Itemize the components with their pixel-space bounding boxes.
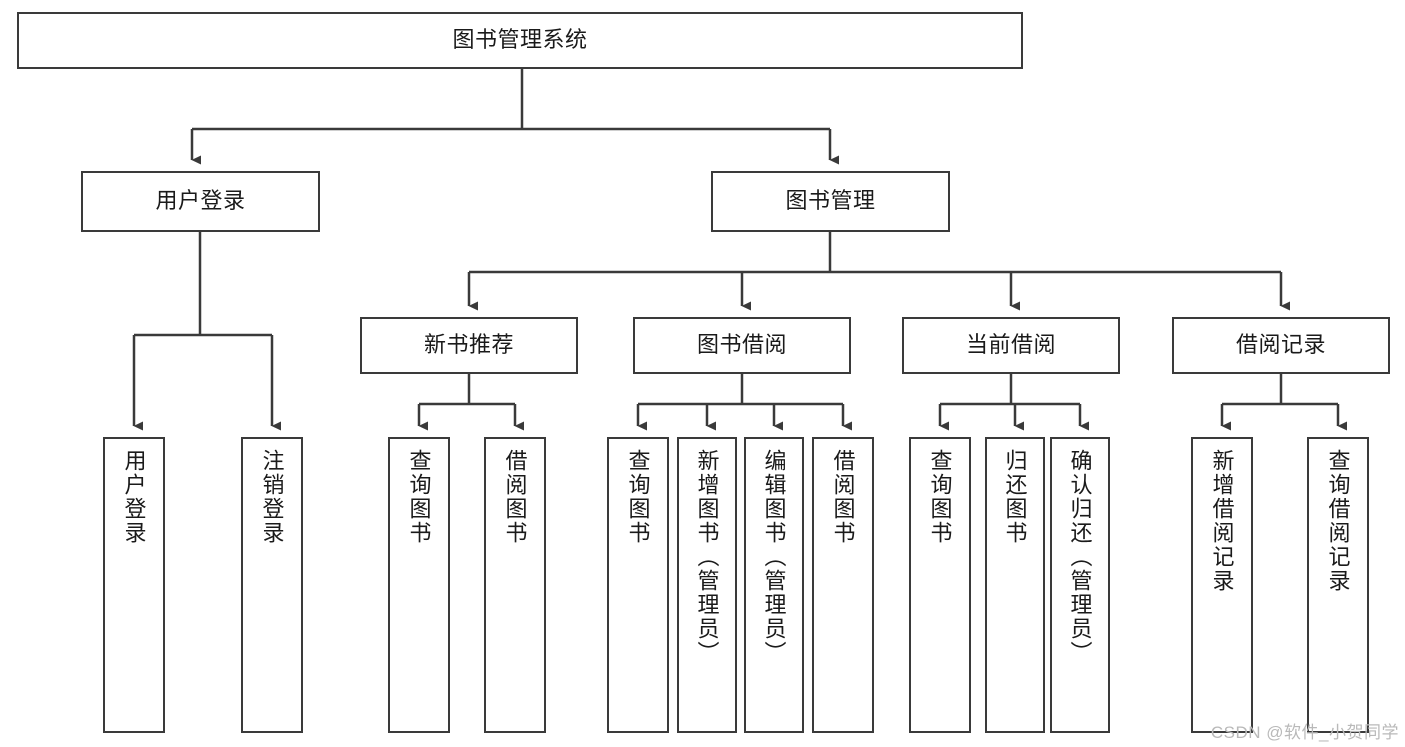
leaf-label: 新增借阅记录	[1209, 449, 1235, 593]
node-borrow-record[interactable]: 借阅记录	[1172, 317, 1390, 374]
leaf-add-book-admin[interactable]: 新增图书（管理员）	[677, 437, 737, 733]
node-book-borrow-label: 图书借阅	[696, 332, 787, 358]
leaf-label: 用户登录	[121, 449, 147, 545]
node-user-login[interactable]: 用户登录	[81, 171, 320, 232]
leaf-borrow-book-recommend[interactable]: 借阅图书	[484, 437, 546, 733]
leaf-label: 确认归还（管理员）	[1067, 449, 1093, 665]
node-new-book-recommend-label: 新书推荐	[423, 332, 514, 358]
leaf-query-borrow-record[interactable]: 查询借阅记录	[1307, 437, 1369, 733]
leaf-return-book[interactable]: 归还图书	[985, 437, 1045, 733]
leaf-label: 查询图书	[927, 449, 953, 545]
node-current-borrow[interactable]: 当前借阅	[902, 317, 1120, 374]
node-book-management[interactable]: 图书管理	[711, 171, 950, 232]
node-book-borrow[interactable]: 图书借阅	[633, 317, 851, 374]
leaf-borrow-book[interactable]: 借阅图书	[812, 437, 874, 733]
leaf-confirm-return-admin[interactable]: 确认归还（管理员）	[1050, 437, 1110, 733]
leaf-add-borrow-record[interactable]: 新增借阅记录	[1191, 437, 1253, 733]
node-root[interactable]: 图书管理系统	[17, 12, 1023, 69]
leaf-label: 查询图书	[625, 449, 651, 545]
node-new-book-recommend[interactable]: 新书推荐	[360, 317, 578, 374]
leaf-label: 新增图书（管理员）	[694, 449, 720, 665]
leaf-user-logout[interactable]: 注销登录	[241, 437, 303, 733]
leaf-label: 查询图书	[406, 449, 432, 545]
leaf-label: 借阅图书	[830, 449, 856, 545]
node-user-login-label: 用户登录	[155, 188, 246, 214]
leaf-query-book-recommend[interactable]: 查询图书	[388, 437, 450, 733]
leaf-label: 编辑图书（管理员）	[761, 449, 787, 665]
leaf-query-book-borrow[interactable]: 查询图书	[607, 437, 669, 733]
node-current-borrow-label: 当前借阅	[965, 332, 1056, 358]
leaf-label: 归还图书	[1002, 449, 1028, 545]
leaf-label: 借阅图书	[502, 449, 528, 545]
leaf-label: 查询借阅记录	[1325, 449, 1351, 593]
node-book-management-label: 图书管理	[785, 188, 876, 214]
leaf-edit-book-admin[interactable]: 编辑图书（管理员）	[744, 437, 804, 733]
leaf-user-login[interactable]: 用户登录	[103, 437, 165, 733]
node-borrow-record-label: 借阅记录	[1235, 332, 1326, 358]
node-root-label: 图书管理系统	[452, 27, 588, 53]
leaf-label: 注销登录	[259, 449, 285, 545]
leaf-query-book-current[interactable]: 查询图书	[909, 437, 971, 733]
